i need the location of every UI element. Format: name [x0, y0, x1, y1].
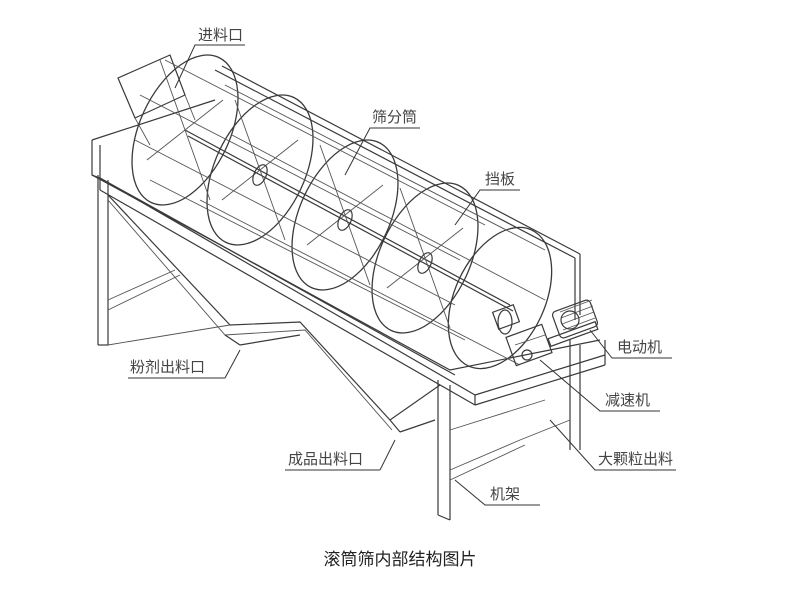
powder-outlet-label: 粉剂出料口 [130, 358, 205, 376]
baffle-label: 挡板 [485, 170, 515, 188]
feed-inlet-label: 进料口 [198, 26, 243, 44]
leader-lines [128, 44, 676, 506]
large-particle-outlet-label: 大颗粒出料 [598, 450, 673, 468]
motor-label: 电动机 [617, 338, 662, 356]
drive-unit [491, 299, 599, 367]
figure-caption: 滚筒筛内部结构图片 [323, 550, 477, 570]
discharge-hopper [107, 194, 441, 433]
feed-inlet-chute [117, 54, 196, 146]
product-outlet-label: 成品出料口 [288, 450, 363, 468]
reducer-label: 减速机 [605, 391, 650, 409]
trough-rails [91, 65, 606, 406]
screen-drum-label: 筛分筒 [372, 108, 417, 126]
screen-drum [131, 54, 553, 370]
frame-label: 机架 [490, 485, 520, 503]
machine-frame [97, 175, 581, 521]
